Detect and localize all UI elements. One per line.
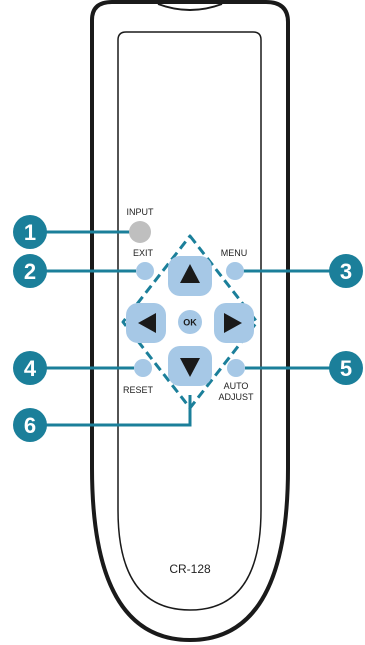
ok-button[interactable]: OK [178,310,202,334]
callout-3: 3 [329,254,363,288]
reset-button[interactable] [134,359,152,377]
ok-label: OK [183,318,197,328]
down-arrow-icon [180,358,200,377]
remote-top-notch [157,3,223,11]
svg-text:5: 5 [340,356,352,381]
menu-button[interactable] [226,262,244,280]
svg-text:2: 2 [24,259,36,284]
callout-1: 1 [13,215,47,249]
up-arrow-icon [180,264,200,283]
callout-6: 6 [13,408,47,442]
auto-adjust-button[interactable] [227,359,245,377]
left-button[interactable] [126,303,166,343]
reset-label: RESET [123,385,154,395]
callout-4: 4 [13,351,47,385]
right-button[interactable] [214,303,254,343]
right-arrow-icon [224,313,242,333]
svg-text:1: 1 [24,220,36,245]
callout-lines [46,230,340,427]
exit-button[interactable] [136,262,154,280]
svg-text:4: 4 [24,356,37,381]
down-button[interactable] [168,346,212,386]
exit-label: EXIT [133,248,154,258]
up-button[interactable] [168,256,212,296]
svg-text:3: 3 [340,259,352,284]
remote-inner-panel [117,31,262,611]
callout-5: 5 [329,351,363,385]
svg-text:6: 6 [24,413,36,438]
model-label: CR-128 [169,562,211,576]
callout-2: 2 [13,254,47,288]
left-arrow-icon [138,313,156,333]
input-button[interactable] [129,221,151,243]
menu-label: MENU [221,248,248,258]
auto-label: AUTO [224,381,249,391]
adjust-label: ADJUST [218,392,254,402]
input-label: INPUT [127,207,155,217]
